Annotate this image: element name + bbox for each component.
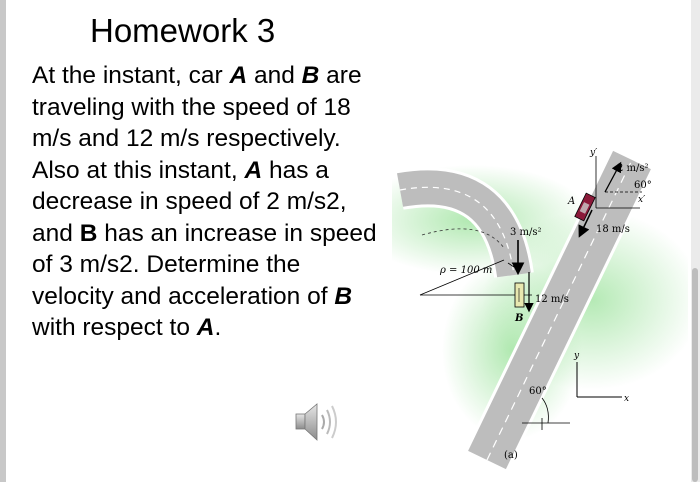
car-a-ref-2: A bbox=[244, 156, 263, 184]
car-a-velocity-arrow bbox=[578, 209, 593, 238]
speed-a-label: 18 m/s bbox=[596, 224, 630, 235]
angle-road-label: 60° bbox=[529, 386, 547, 397]
car-a-ref-3: A bbox=[196, 314, 215, 341]
y-prime-label: y′ bbox=[589, 148, 597, 158]
x-prime-label: x′ bbox=[638, 195, 645, 205]
car-b-ref-3: B bbox=[334, 282, 353, 310]
accel-a-label: 2 m/s² bbox=[617, 163, 649, 174]
problem-text-5: has an increase in speed of 3 m/s2. Dete… bbox=[32, 219, 377, 310]
speed-b-label: 12 m/s bbox=[535, 294, 569, 305]
car-b bbox=[514, 282, 525, 308]
problem-text-7: . bbox=[214, 314, 222, 341]
speaker-icon[interactable] bbox=[292, 400, 344, 444]
problem-text-4: has a decrease in speed of 2 m/s2, and bbox=[32, 156, 347, 247]
x-axis-label: x bbox=[624, 394, 629, 404]
car-b-ref-2: B bbox=[79, 219, 98, 247]
window-left-border bbox=[0, 0, 6, 482]
problem-text-6: with respect to bbox=[32, 314, 197, 341]
car-a-label: A bbox=[567, 196, 575, 207]
slide-title: Homework 3 bbox=[90, 12, 276, 49]
angle-a-label: 60° bbox=[634, 180, 652, 191]
car-b-ref: B bbox=[301, 62, 320, 89]
problem-text-2: and bbox=[247, 62, 302, 89]
problem-text-1: At the instant, car bbox=[32, 62, 230, 89]
problem-figure: 2 m/s² 60° x′ y′ A 18 m/s 3 m/s² ρ = 100… bbox=[352, 140, 700, 471]
scrollbar-track[interactable] bbox=[691, 0, 700, 482]
radius-line bbox=[419, 259, 505, 296]
curved-road-centerline bbox=[399, 186, 515, 276]
car-a-ref: A bbox=[229, 62, 248, 89]
radius-label: ρ = 100 m bbox=[439, 265, 492, 276]
problem-statement: At the instant, car A and B are travelin… bbox=[32, 60, 382, 344]
accel-b-label: 3 m/s² bbox=[510, 227, 542, 238]
car-b-label: B bbox=[514, 313, 523, 324]
y-axis-label: y bbox=[573, 351, 580, 361]
problem-text-3: are traveling with the speed of 18 m/s a… bbox=[32, 62, 362, 184]
straight-road bbox=[468, 150, 651, 470]
figure-caption: (a) bbox=[504, 450, 518, 461]
scrollbar-thumb[interactable] bbox=[692, 268, 698, 482]
car-a bbox=[574, 192, 596, 222]
car-a-acceleration-arrow bbox=[604, 161, 622, 193]
